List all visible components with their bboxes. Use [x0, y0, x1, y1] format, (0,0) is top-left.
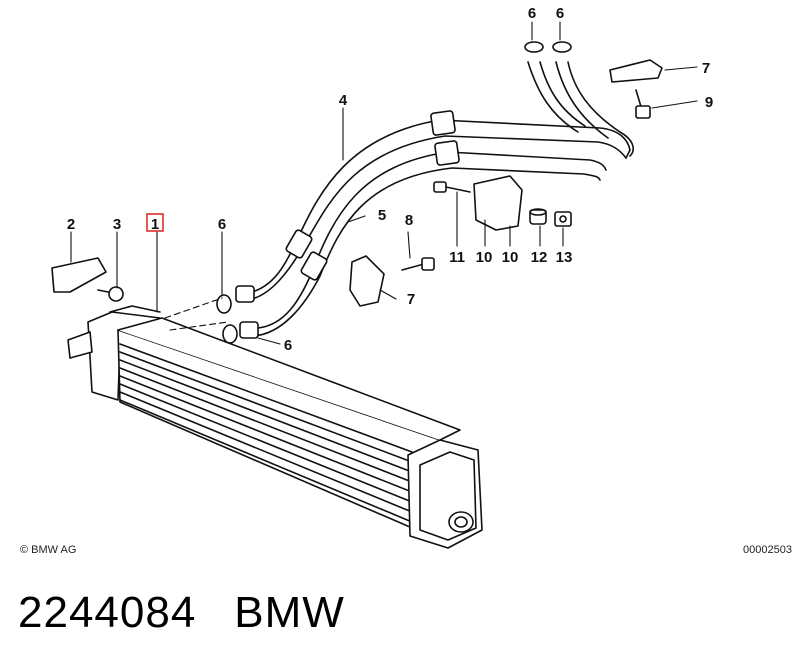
- callout-4: 4: [339, 92, 348, 109]
- copyright-text: © BMW AG: [20, 544, 76, 556]
- callout-7: 7: [702, 60, 710, 77]
- part-caption: 2244084 BMW: [18, 588, 345, 638]
- oil-cooler: [67, 305, 483, 549]
- sleeve-12: [529, 208, 547, 225]
- callout-6: 6: [556, 5, 564, 22]
- bracket-2: [51, 257, 107, 293]
- screw-8: [401, 257, 435, 271]
- screw-11: [433, 181, 471, 193]
- callout-8: 8: [405, 212, 413, 229]
- callout-1-highlight: [146, 213, 164, 232]
- callout-6: 6: [284, 337, 292, 354]
- callout-6: 6: [528, 5, 536, 22]
- callout-7: 7: [407, 291, 415, 308]
- nut-13: [554, 211, 572, 227]
- drawing-number: 00002503: [743, 544, 792, 556]
- callout-13: 13: [556, 249, 573, 266]
- callout-12: 12: [531, 249, 548, 266]
- callout-11: 11: [449, 249, 465, 266]
- screw-3: [97, 286, 124, 302]
- holder-7-upper: [609, 59, 663, 83]
- callout-9: 9: [705, 94, 713, 111]
- clamp-10: [473, 175, 523, 231]
- callout-6: 6: [218, 216, 226, 233]
- hose-fittings: [235, 110, 460, 339]
- callout-10: 10: [502, 249, 519, 266]
- callout-10: 10: [476, 249, 493, 266]
- callout-3: 3: [113, 216, 121, 233]
- callout-2: 2: [67, 216, 75, 233]
- holder-7-lower: [349, 255, 385, 307]
- screw-9: [635, 89, 651, 119]
- part-number: 2244084: [18, 588, 197, 637]
- o-rings: [216, 41, 572, 344]
- callout-leaders: [70, 21, 698, 345]
- hose-4: [245, 61, 631, 301]
- brand-name: BMW: [234, 588, 345, 637]
- callout-5: 5: [378, 207, 386, 224]
- callout-1: 1: [151, 216, 159, 233]
- callout-labels: 6 6 7 9 4 5 8 7 11 10 10 12 13 2 3 1 6 6: [67, 5, 713, 354]
- hose-5: [251, 61, 634, 337]
- leader-dashes: [164, 297, 229, 331]
